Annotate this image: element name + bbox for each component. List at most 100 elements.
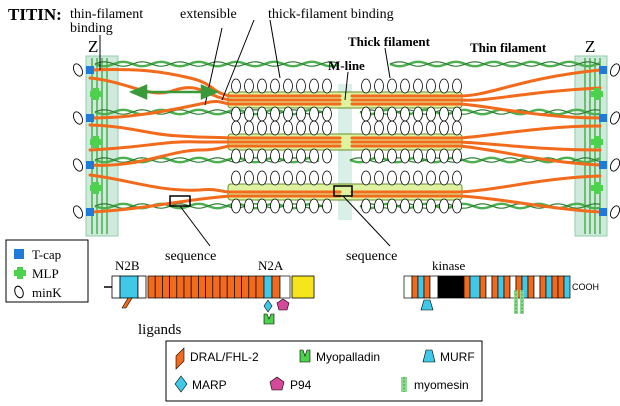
- mink-key-icon: [14, 285, 24, 299]
- thin-filament-strand: [94, 61, 340, 67]
- tcap-marker: [86, 161, 94, 169]
- tcap-marker: [599, 161, 607, 169]
- myosin-head: [426, 106, 436, 122]
- m-band-domain: [463, 275, 471, 299]
- myosin-head: [257, 198, 267, 214]
- myosin-head: [387, 170, 397, 186]
- myosin-head: [413, 106, 423, 122]
- myosin-head: [244, 78, 254, 94]
- myosin-head: [400, 106, 410, 122]
- m-band-domain: [429, 275, 439, 299]
- mlp-marker: [594, 136, 600, 148]
- sequence-label-left: sequence: [165, 249, 216, 264]
- tcap-marker: [86, 66, 94, 74]
- myosin-head: [452, 78, 462, 94]
- n2a-label: N2A: [258, 258, 284, 273]
- myosin-head: [439, 78, 449, 94]
- myosin-head: [244, 148, 254, 164]
- myosin-head: [426, 120, 436, 136]
- ig-domain: [154, 275, 163, 299]
- myosin-head: [322, 78, 332, 94]
- myosin-head: [400, 170, 410, 186]
- ig-domain: [169, 275, 178, 299]
- myosin-head: [283, 106, 293, 122]
- myosin-head: [309, 106, 319, 122]
- myosin-head: [426, 170, 436, 186]
- myosin-head: [231, 120, 241, 136]
- myosin-head: [270, 170, 280, 186]
- m-band-domain: [545, 275, 553, 299]
- bar-block: [279, 275, 291, 299]
- myosin-head: [270, 120, 280, 136]
- mlp-key-icon: [14, 267, 26, 279]
- myosin-head: [309, 148, 319, 164]
- z-label-right: Z: [585, 37, 595, 56]
- marp-icon: [174, 375, 188, 393]
- myosin-head: [231, 148, 241, 164]
- myosin-head: [439, 120, 449, 136]
- myosin-head: [309, 120, 319, 136]
- myosin-head: [439, 198, 449, 214]
- thick-binding-pointer-b: [269, 19, 281, 79]
- m-band-domain: [479, 275, 487, 299]
- myosin-head: [361, 78, 371, 94]
- myosin-head: [309, 198, 319, 214]
- tcap-marker: [599, 208, 607, 216]
- ig-domain: [205, 275, 214, 299]
- n2b-label: N2B: [115, 258, 140, 273]
- myosin-head: [387, 148, 397, 164]
- ligand-dral-label: DRAL/FHL-2: [190, 350, 259, 364]
- myosin-head: [309, 170, 319, 186]
- key-mink-label: minK: [32, 285, 62, 300]
- myosin-head: [322, 198, 332, 214]
- ligand-murf-label: MURF: [440, 350, 475, 364]
- mink-marker: [610, 158, 620, 172]
- myosin-head: [400, 148, 410, 164]
- thin-filament-strand: [389, 61, 601, 67]
- myosin-head: [283, 170, 293, 186]
- mink-marker: [73, 158, 83, 172]
- mink-marker: [610, 63, 620, 77]
- myosin-head: [426, 198, 436, 214]
- thin-filament-label: Thin filament: [470, 40, 547, 55]
- myosin-head: [387, 78, 397, 94]
- myosin-head: [231, 198, 241, 214]
- m-band-domain: [557, 275, 565, 299]
- titin-label: TITIN:: [8, 5, 62, 24]
- thick-binding-label: thick-filament binding: [268, 7, 394, 22]
- key-mlp-label: MLP: [32, 266, 59, 281]
- ig-domain: [234, 275, 242, 299]
- myopalladin-icon: [299, 349, 311, 363]
- myosin-head: [387, 120, 397, 136]
- thin-filament-strand: [389, 60, 601, 68]
- m-line-pointer: [344, 71, 349, 101]
- ig-domain: [255, 275, 265, 299]
- myosin-head: [426, 78, 436, 94]
- tcap-marker: [599, 66, 607, 74]
- myosin-head: [283, 78, 293, 94]
- kinase-label: kinase: [432, 258, 465, 273]
- sequence-bar-mband: kinase COOH: [403, 258, 599, 314]
- bar-block: [137, 275, 147, 299]
- myosin-head: [283, 120, 293, 136]
- p94-marker: [276, 298, 290, 311]
- ligand-myopalladin-label: Myopalladin: [316, 350, 380, 364]
- thick-filament-label: Thick filament: [348, 34, 431, 49]
- myosin-head: [413, 120, 423, 136]
- mink-marker: [610, 111, 620, 125]
- mlp-marker: [594, 88, 600, 100]
- myosin-head: [296, 148, 306, 164]
- protein-key: T-cap MLP minK: [5, 239, 89, 303]
- myosin-head: [283, 148, 293, 164]
- thin-filament-strand: [94, 60, 340, 68]
- z-disc-left: [85, 55, 119, 237]
- myosin-head: [374, 148, 384, 164]
- marp-marker: [263, 299, 273, 313]
- m-band-domain: [403, 275, 413, 299]
- ig-domain: [219, 275, 228, 299]
- myosin-head: [244, 198, 254, 214]
- myosin-head: [361, 120, 371, 136]
- myosin-head: [257, 106, 267, 122]
- myosin-head: [257, 120, 267, 136]
